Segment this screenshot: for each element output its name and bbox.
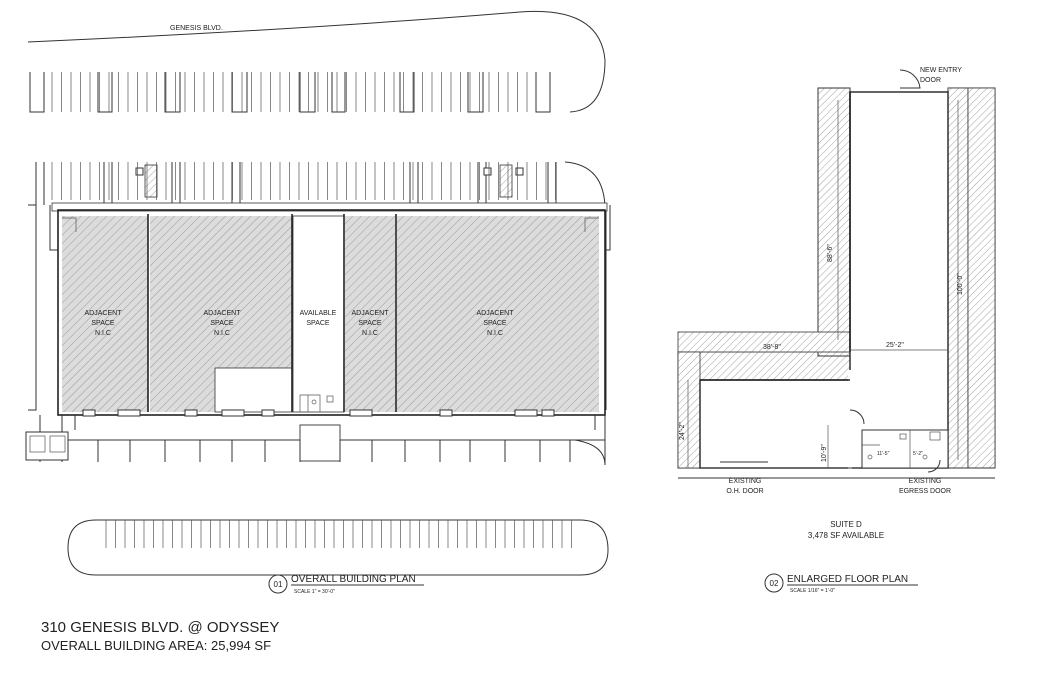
svg-text:SPACE: SPACE <box>306 320 330 327</box>
street-label: GENESIS BLVD. <box>170 25 223 32</box>
space-label-available: AVAILABLE SPACE <box>300 310 337 327</box>
bottom-parking-island <box>67 519 609 576</box>
svg-text:ADJACENT: ADJACENT <box>204 310 242 317</box>
dim-10-9: 10'-9" <box>821 444 828 462</box>
new-entry-label-1: NEW ENTRY <box>920 67 962 74</box>
dim-24-2: 24'-2" <box>679 422 686 440</box>
sheet-footer: 310 GENESIS BLVD. @ ODYSSEY OVERALL BUIL… <box>41 619 279 653</box>
svg-text:01: 01 <box>274 580 283 589</box>
space-label-4: ADJACENT SPACE N.I.C <box>477 310 515 337</box>
dim-25-2: 25'-2" <box>886 342 904 349</box>
existing-egress-label-2: EGRESS DOOR <box>899 488 951 495</box>
enlarged-floor-plan: NEW ENTRY DOOR EXISTING O.H. DOOR EXISTI… <box>677 67 996 594</box>
restroom-block <box>861 429 949 469</box>
dim-88-6: 88'-6" <box>827 244 834 262</box>
svg-text:ADJACENT: ADJACENT <box>85 310 123 317</box>
street-curb <box>27 10 606 113</box>
dim-11-5: 11'-5" <box>877 451 890 457</box>
dumpster-enclosure <box>25 431 69 461</box>
svg-text:N.I.C: N.I.C <box>362 330 378 337</box>
overall-building-plan: GENESIS BLVD. <box>25 10 611 595</box>
dim-38-8: 38'-8" <box>763 344 781 351</box>
space-label-3: ADJACENT SPACE N.I.C <box>352 310 390 337</box>
existing-oh-label-1: EXISTING <box>729 478 762 485</box>
new-entry-label-2: DOOR <box>920 77 941 84</box>
svg-text:ADJACENT: ADJACENT <box>477 310 515 317</box>
svg-text:AVAILABLE: AVAILABLE <box>300 310 337 317</box>
adjacent-space-1-area <box>62 216 148 412</box>
property-address: 310 GENESIS BLVD. @ ODYSSEY <box>41 619 279 636</box>
adjacent-space-3-area <box>345 216 395 412</box>
suite-d-area <box>849 91 949 469</box>
building-area: OVERALL BUILDING AREA: 25,994 SF <box>41 638 271 653</box>
svg-text:SPACE: SPACE <box>358 320 382 327</box>
svg-text:ADJACENT: ADJACENT <box>352 310 390 317</box>
svg-text:ENLARGED FLOOR PLAN: ENLARGED FLOOR PLAN <box>787 574 908 585</box>
existing-oh-label-2: O.H. DOOR <box>726 488 763 495</box>
svg-text:SCALE 1" = 30'-0": SCALE 1" = 30'-0" <box>294 589 335 595</box>
svg-text:SPACE: SPACE <box>483 320 507 327</box>
svg-text:SCALE 1/16" = 1'-0": SCALE 1/16" = 1'-0" <box>790 588 835 594</box>
svg-text:SPACE: SPACE <box>91 320 115 327</box>
plan-02-title-block: 02 ENLARGED FLOOR PLAN SCALE 1/16" = 1'-… <box>764 573 918 594</box>
suite-available-area: 3,478 SF AVAILABLE <box>808 531 884 540</box>
svg-text:SPACE: SPACE <box>210 320 234 327</box>
svg-text:N.I.C: N.I.C <box>487 330 503 337</box>
suite-name: SUITE D <box>830 520 862 529</box>
adjacent-space-4-area <box>397 216 599 412</box>
svg-text:N.I.C: N.I.C <box>214 330 230 337</box>
svg-text:OVERALL BUILDING PLAN: OVERALL BUILDING PLAN <box>291 574 416 585</box>
dim-100-0: 100'-0" <box>957 273 964 295</box>
top-parking-row <box>29 72 551 113</box>
space-label-2: ADJACENT SPACE N.I.C <box>204 310 242 337</box>
svg-text:N.I.C: N.I.C <box>95 330 111 337</box>
building-outline <box>57 209 606 416</box>
rear-doors <box>82 409 555 417</box>
dim-5-2: 5'-2" <box>913 451 923 457</box>
plan-01-title-block: 01 OVERALL BUILDING PLAN SCALE 1" = 30'-… <box>268 574 424 595</box>
building-front-parking <box>35 161 606 211</box>
svg-text:02: 02 <box>770 579 779 588</box>
space-label-1: ADJACENT SPACE N.I.C <box>85 310 123 337</box>
existing-egress-label-1: EXISTING <box>909 478 942 485</box>
